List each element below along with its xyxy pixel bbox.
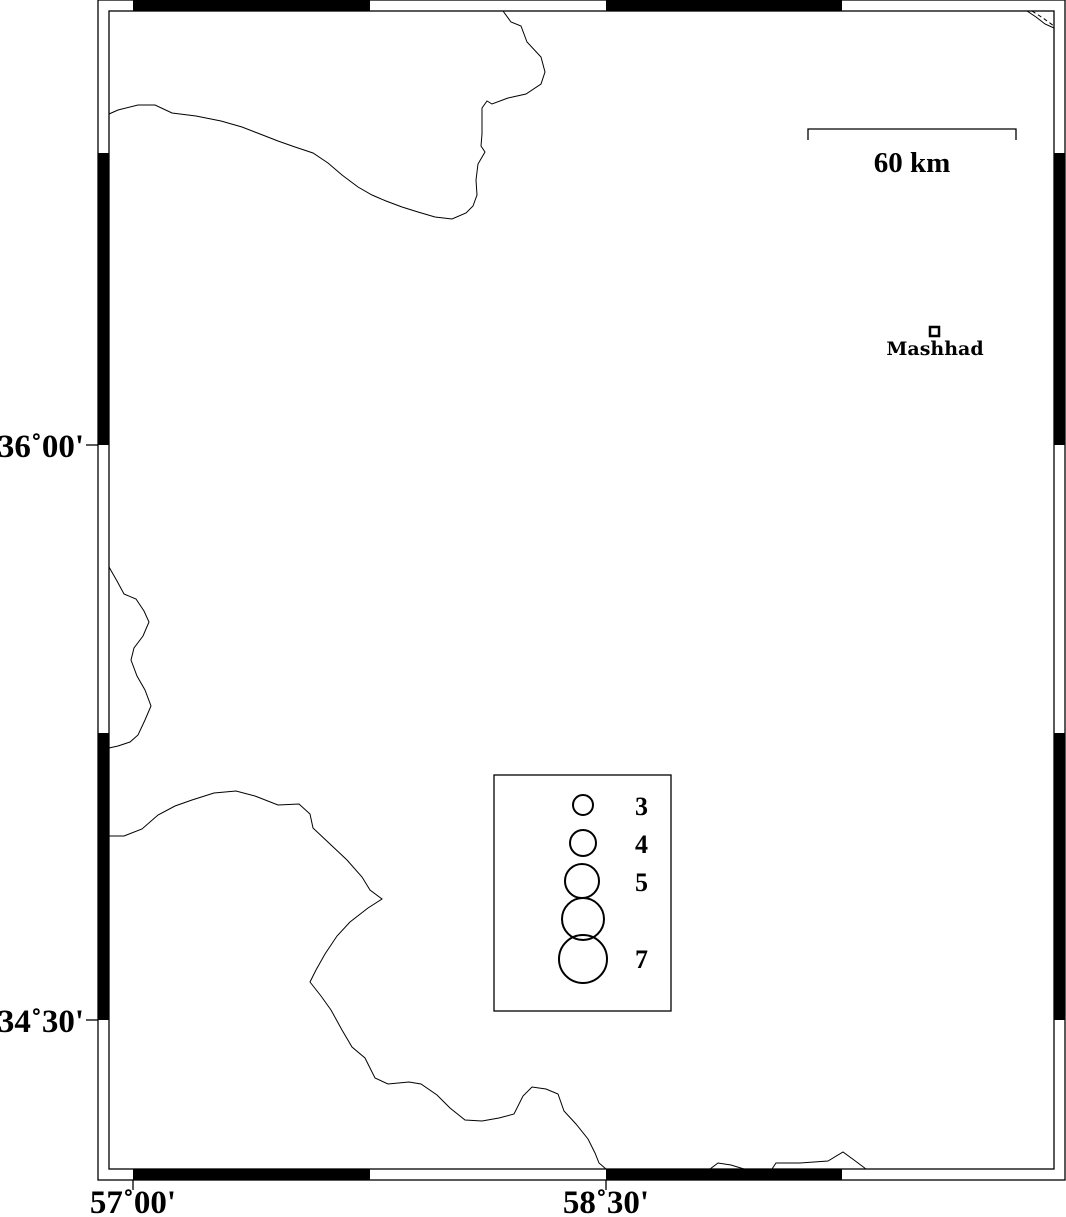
southern-boundary xyxy=(109,790,607,1170)
legend-circle-3 xyxy=(572,794,594,816)
northeast-dashed-line xyxy=(1031,10,1055,27)
city-marker-icon xyxy=(928,325,941,338)
western-boundary xyxy=(108,566,152,749)
magnitude-legend: 3 4 5 7 xyxy=(493,774,672,1012)
northeast-corner-line xyxy=(1016,10,1055,29)
longitude-label-58-30: 58˚30' xyxy=(563,1185,649,1217)
longitude-label-57-00: 57˚00' xyxy=(90,1185,176,1217)
legend-label-3: 3 xyxy=(635,792,648,821)
legend-circle-7 xyxy=(558,934,608,984)
longitude-labels: 57˚00' 58˚30' xyxy=(90,1185,649,1217)
legend-label-4: 4 xyxy=(635,830,648,859)
legend-circle-4 xyxy=(569,829,597,857)
city-label: Mashhad xyxy=(886,338,983,360)
northern-boundary xyxy=(108,10,546,220)
city-mashhad: Mashhad xyxy=(886,325,984,360)
bottom-boundary-east xyxy=(709,1151,867,1170)
latitude-labels: 36˚00' 34˚30' xyxy=(0,429,84,1040)
scale-bar-line xyxy=(807,128,1017,140)
coastlines xyxy=(108,10,1055,1170)
scale-bar-label: 60 km xyxy=(874,147,951,179)
legend-label-7: 7 xyxy=(635,945,648,974)
legend-circle-6 xyxy=(561,897,605,941)
scale-bar: 60 km xyxy=(807,128,1017,179)
map-frame xyxy=(86,0,1066,1190)
legend-label-5: 5 xyxy=(635,868,648,897)
latitude-label-36-00: 36˚00' xyxy=(0,429,84,465)
latitude-label-34-30: 34˚30' xyxy=(0,1004,84,1040)
